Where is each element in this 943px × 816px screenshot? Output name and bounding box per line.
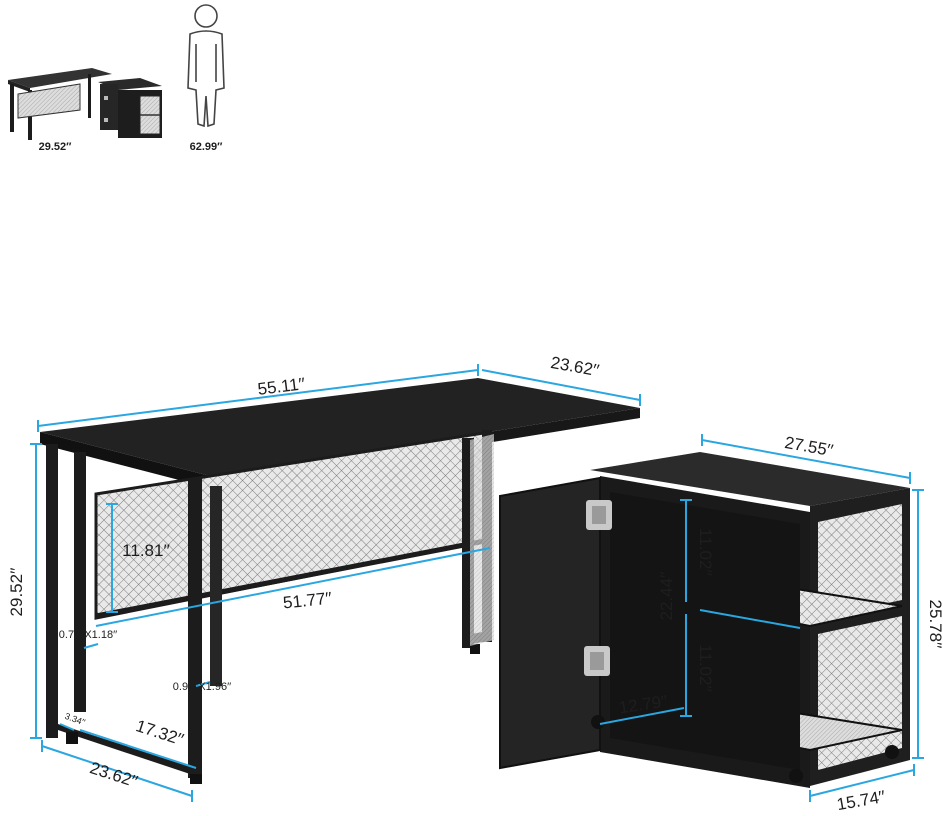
desk [40,378,640,784]
foot-height-label: 3.34′′ [63,711,86,728]
foot-length-label: 17.32′′ [134,716,186,749]
lower-shelf-height-label: 11.02′′ [696,644,715,692]
upper-shelf-height-label: 11.02′′ [696,528,715,576]
desk-length-label: 55.11′′ [257,374,307,399]
panel-width-label: 51.77′′ [282,589,333,613]
desk-depth-top-label: 23.62′′ [549,353,600,380]
cabinet-depth-label: 15.74′′ [835,787,886,814]
desk-thumbnail-icon [8,68,162,140]
storage-cabinet [499,452,910,788]
dimension-lines [30,364,924,802]
cabinet-inner-height-label: 22.44′′ [657,572,676,621]
desk-height-label: 29.52′′ [7,568,26,617]
panel-height-label: 11.81′′ [122,541,170,560]
leg-large-size-label: 0.98′′X1.96′′ [173,681,231,693]
person-silhouette-icon [187,4,225,128]
cabinet-height-label: 25.78′′ [926,600,943,649]
caster-wheel-icon [789,769,803,783]
thumbnail-desk-height-label: 29.52′′ [39,141,72,153]
leg-small-size-label: 0.78′′X1.18′′ [59,629,117,641]
thumbnail-person-height-label: 62.99′′ [190,141,223,153]
caster-wheel-icon [591,715,605,729]
caster-wheel-icon [885,745,899,759]
desk-depth-bottom-label: 23.62′′ [88,758,140,791]
